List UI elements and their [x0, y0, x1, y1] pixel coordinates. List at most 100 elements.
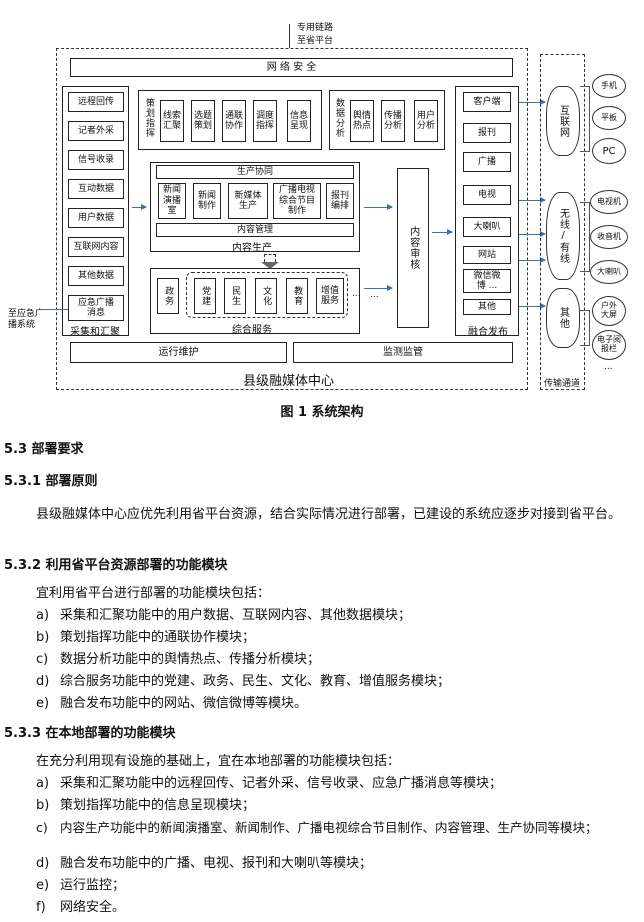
- arrow-publish-wireless-2: [519, 231, 546, 237]
- service-item-culture: 文化: [255, 278, 277, 314]
- publish-item-app: 客户端: [463, 92, 511, 112]
- collect-item-internet: 互联网内容: [68, 237, 124, 257]
- publish-title: 融合发布: [468, 327, 508, 338]
- para-5-3-3: 在充分利用现有设施的基础上，宜在本地部署的功能模块包括：: [36, 754, 401, 769]
- cloud-wireless: 无线/有线: [546, 192, 580, 280]
- collect-title: 采集和汇聚: [70, 327, 120, 338]
- plan-item-present: 信息呈现: [287, 100, 311, 142]
- list-item: c)数据分析功能中的舆情热点、传播分析模块；: [36, 652, 321, 667]
- publish-item-press: 报刊: [463, 123, 511, 143]
- conn-internet-devices: [580, 86, 590, 152]
- content-mgmt: 内容管理: [156, 223, 354, 237]
- monitor-box: 监测监管: [293, 342, 513, 363]
- analysis-item-user: 用户分析: [414, 100, 438, 142]
- cloud-other: 其他: [546, 288, 580, 348]
- device-loudspeaker: 大喇叭: [590, 260, 628, 284]
- arrow-publish-wireless-1: [519, 197, 546, 203]
- plan-item-dispatch: 调度指挥: [253, 100, 277, 142]
- list-item: c)内容生产功能中的新闻演播室、新闻制作、广播电视综合节目制作、内容管理、生产协…: [36, 820, 598, 835]
- service-item-value: 增值服务: [316, 278, 344, 314]
- device-epaper: 电子阅报栏: [592, 330, 626, 360]
- center-title: 县级融媒体中心: [243, 374, 335, 389]
- arrow-publish-internet: [519, 99, 546, 105]
- collect-item-remote: 远程回传: [68, 92, 124, 112]
- service-title: 综合服务: [232, 325, 272, 336]
- figure-caption: 图 1 系统架构: [280, 405, 364, 420]
- conn-wireless-devices: [580, 202, 590, 272]
- publish-frame: [455, 86, 519, 336]
- plan-item-topic: 选题策划: [191, 100, 215, 142]
- list-item: b)策划指挥功能中的通联协作模块；: [36, 630, 256, 645]
- cloud-internet: 互联网: [546, 86, 580, 156]
- device-radio: 收音机: [590, 225, 628, 249]
- collect-item-user-data: 用户数据: [68, 208, 124, 228]
- emergency-label-1: 至应急广: [8, 309, 45, 319]
- service-item-party: 党建: [194, 278, 216, 314]
- content-item-studio: 新闻演播室: [158, 183, 186, 219]
- analysis-item-hotspot: 舆情热点: [350, 100, 374, 142]
- heading-5-3-3: 5.3.3 在本地部署的功能模块: [4, 726, 176, 741]
- arrow-publish-wireless-3: [519, 257, 546, 263]
- publish-item-loudspeaker: 大喇叭: [463, 217, 511, 237]
- service-item-gov: 政务: [157, 278, 179, 314]
- list-item: d)融合发布功能中的广播、电视、报刊和大喇叭等模块；: [36, 856, 373, 871]
- device-outdoor: 户外大屏: [592, 296, 626, 326]
- top-link-label-2: 至省平台: [297, 36, 334, 46]
- content-item-broadcast: 广播电视综合节目制作: [273, 183, 321, 219]
- service-ellipsis: ...: [352, 289, 361, 299]
- plan-item-clue: 线索汇聚: [160, 100, 184, 142]
- channel-title: 传输通道: [544, 379, 581, 389]
- collect-item-interactive: 互动数据: [68, 179, 124, 199]
- arrow-service-review: [364, 285, 393, 291]
- collect-item-signal: 信号收录: [68, 150, 124, 170]
- network-security-box: 网 络 安 全: [70, 58, 513, 77]
- service-item-livelihood: 民生: [224, 278, 246, 314]
- heading-5-3: 5.3 部署要求: [4, 442, 84, 457]
- device-tv: 电视机: [590, 190, 628, 214]
- content-item-press: 报刊编排: [326, 183, 354, 219]
- arrow-review-publish: [432, 229, 453, 235]
- content-item-news: 新闻制作: [193, 183, 221, 219]
- analysis-frame: [329, 90, 445, 150]
- device-pc: PC: [592, 138, 626, 164]
- list-item: e)运行监控；: [36, 878, 126, 893]
- review-box: 内容审核: [397, 168, 429, 328]
- para-5-3-2: 宜利用省平台进行部署的功能模块包括：: [36, 586, 271, 601]
- down-arrow-head-icon: [261, 262, 279, 269]
- content-collab: 生产协同: [156, 165, 354, 179]
- service-item-education: 教育: [286, 278, 308, 314]
- content-title: 内容生产: [232, 243, 272, 254]
- list-item: d)综合服务功能中的党建、政务、民生、文化、教育、增值服务模块；: [36, 674, 451, 689]
- channel-frame: [540, 54, 585, 390]
- plan-item-collab: 通联协作: [222, 100, 246, 142]
- plan-title: 策划指挥: [144, 98, 154, 138]
- publish-item-radio: 广播: [463, 152, 511, 172]
- arrow-publish-other: [519, 303, 546, 309]
- top-link-label-1: 专用链路: [297, 23, 334, 33]
- list-item: a)采集和汇聚功能中的远程回传、记者外采、信号收录、应急广播消息等模块；: [36, 776, 503, 791]
- heading-5-3-1: 5.3.1 部署原则: [4, 474, 98, 489]
- mid-ellipsis: ...: [370, 290, 379, 300]
- emergency-link: [42, 309, 68, 310]
- analysis-title: 数据分析: [334, 98, 344, 138]
- heading-5-3-2: 5.3.2 利用省平台资源部署的功能模块: [4, 558, 228, 573]
- device-phone: 手机: [592, 74, 626, 98]
- collect-frame: [62, 86, 129, 336]
- list-item: b)策划指挥功能中的信息呈现模块；: [36, 798, 256, 813]
- plan-frame: [138, 90, 322, 150]
- para-5-3-1: 县级融媒体中心应优先利用省平台资源，结合实际情况进行部署，已建设的系统应逐步对接…: [36, 507, 622, 522]
- service-dashed-group: [186, 272, 348, 318]
- down-arrow-icon: [264, 254, 276, 262]
- collect-item-reporter: 记者外采: [68, 121, 124, 141]
- arrow-content-review: [364, 204, 393, 210]
- publish-item-wechat: 微信微博 ...: [463, 269, 511, 293]
- content-frame: [150, 162, 360, 252]
- list-item: e)融合发布功能中的网站、微信微博等模块。: [36, 696, 308, 711]
- list-item: f)网络安全。: [36, 900, 126, 915]
- list-item: a)采集和汇聚功能中的用户数据、互联网内容、其他数据模块；: [36, 608, 412, 623]
- service-frame: [150, 268, 360, 334]
- publish-item-other: 其他: [463, 299, 511, 315]
- device-tablet: 平板: [592, 106, 626, 130]
- top-link-arrow: [289, 24, 290, 48]
- conn-other-devices: [580, 310, 590, 346]
